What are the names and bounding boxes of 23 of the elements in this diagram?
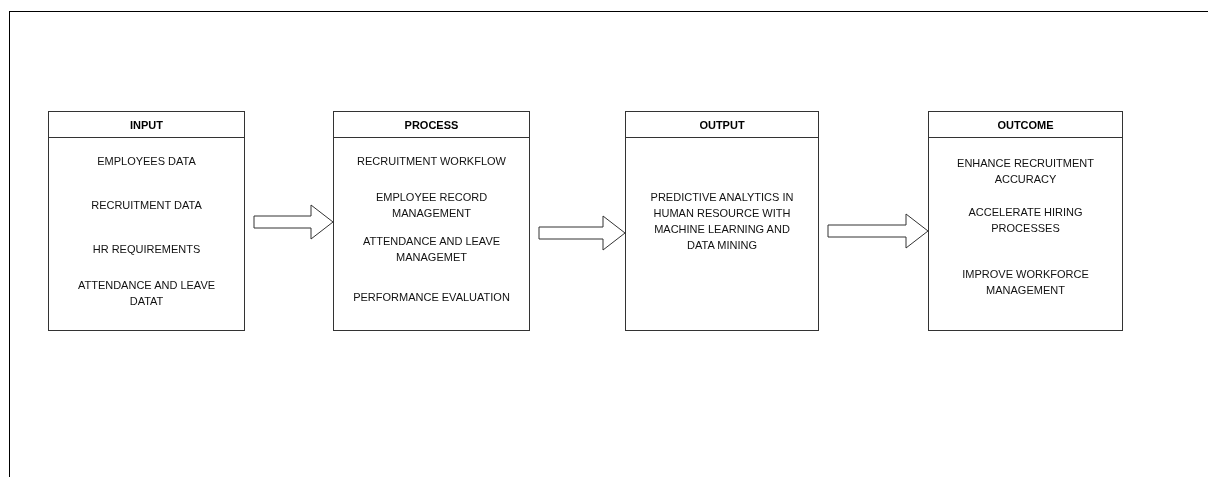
list-item: ATTENDANCE AND LEAVE MANAGEMET bbox=[361, 234, 502, 265]
list-item: ATTENDANCE AND LEAVE DATAT bbox=[76, 278, 217, 309]
list-item: ACCELERATE HIRING PROCESSES bbox=[967, 205, 1084, 236]
list-item: ENHANCE RECRUITMENT ACCURACY bbox=[956, 156, 1095, 187]
list-item: RECRUITMENT DATA bbox=[90, 198, 203, 213]
column-box bbox=[333, 111, 530, 331]
column-heading: INPUT bbox=[49, 112, 244, 138]
block-arrow bbox=[827, 213, 929, 249]
column-box bbox=[48, 111, 245, 331]
column-box bbox=[625, 111, 819, 331]
list-item: PREDICTIVE ANALYTICS IN HUMAN RESOURCE WITH MACHINE LEARNING AND DATA MINING bbox=[649, 190, 795, 253]
block-arrow bbox=[253, 204, 334, 240]
list-item: EMPLOYEES DATA bbox=[96, 154, 197, 169]
list-item: IMPROVE WORKFORCE MANAGEMENT bbox=[961, 267, 1090, 298]
block-arrow bbox=[538, 215, 626, 251]
column-heading: OUTPUT bbox=[626, 112, 818, 138]
list-item: PERFORMANCE EVALUATION bbox=[352, 290, 511, 305]
list-item: RECRUITMENT WORKFLOW bbox=[356, 154, 507, 169]
column-box bbox=[928, 111, 1123, 331]
list-item: HR REQUIREMENTS bbox=[91, 242, 202, 257]
column-heading: PROCESS bbox=[334, 112, 529, 138]
column-heading: OUTCOME bbox=[929, 112, 1122, 138]
list-item: EMPLOYEE RECORD MANAGEMENT bbox=[374, 190, 489, 221]
